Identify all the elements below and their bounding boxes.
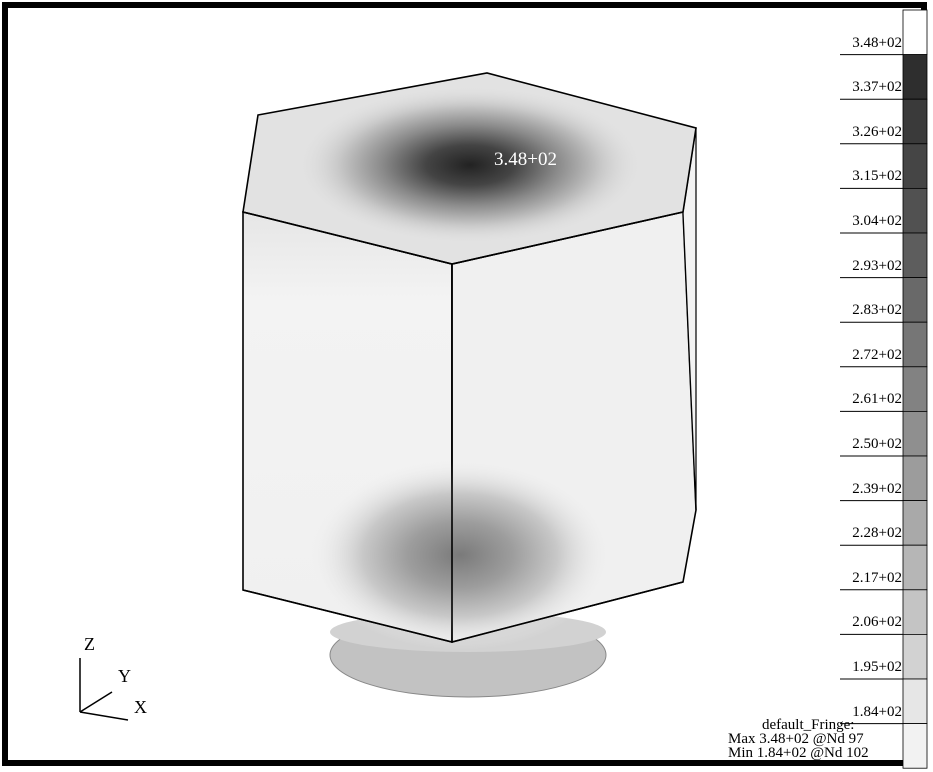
legend-level-label: 2.39+02 <box>852 480 902 497</box>
legend-level-label: 3.37+02 <box>852 79 902 96</box>
top-hotspot <box>295 85 645 245</box>
legend-swatch <box>902 9 928 55</box>
legend-swatch <box>902 544 928 591</box>
legend-level-label: 3.26+02 <box>852 123 902 140</box>
legend-swatch <box>902 187 928 234</box>
legend-level-label: 2.28+02 <box>852 525 902 542</box>
legend-level-label: 3.48+02 <box>852 34 902 51</box>
legend-swatch <box>902 723 928 769</box>
axis-z-label: Z <box>84 634 95 654</box>
legend-swatch <box>902 98 928 145</box>
legend-level-label: 1.95+02 <box>852 659 902 675</box>
legend-swatch <box>902 321 928 368</box>
legend-level-label: 2.61+02 <box>852 391 902 408</box>
legend-level-label: 2.17+02 <box>852 569 902 586</box>
legend-level-label: 2.50+02 <box>852 436 902 452</box>
fringe-min-info: Min 1.84+02 @Nd 102 <box>728 745 869 761</box>
axis-triad <box>79 658 129 721</box>
legend-level-label: 2.83+02 <box>852 302 902 319</box>
lower-hotspot <box>310 460 610 650</box>
axis-y-label: Y <box>118 666 131 686</box>
fringe-name: default_Fringe: <box>762 717 855 733</box>
legend-level-label: 2.93+02 <box>852 257 902 274</box>
legend-swatch <box>902 232 928 278</box>
axis-x-label: X <box>134 697 147 717</box>
legend-swatch <box>902 143 928 189</box>
legend-swatch <box>902 455 928 501</box>
legend-level-label: 3.15+02 <box>852 168 902 185</box>
legend-swatch <box>902 589 928 635</box>
legend-level-label: 1.84+02 <box>852 703 902 720</box>
legend-swatch <box>902 500 928 546</box>
legend-level-label: 3.04+02 <box>852 213 902 229</box>
fringe-max-info: Max 3.48+02 @Nd 97 <box>728 731 864 747</box>
legend-swatch <box>902 678 928 724</box>
legend-swatch <box>902 366 928 412</box>
legend-level-label: 2.06+02 <box>852 614 902 631</box>
legend-swatch <box>902 54 928 100</box>
legend-swatch <box>902 634 928 680</box>
fringe-legend-bar <box>840 9 928 769</box>
legend-swatch <box>902 277 928 323</box>
max-value-marker: 3.48+02 <box>494 149 557 170</box>
legend-swatch <box>902 410 928 457</box>
legend-level-label: 2.72+02 <box>852 346 902 363</box>
